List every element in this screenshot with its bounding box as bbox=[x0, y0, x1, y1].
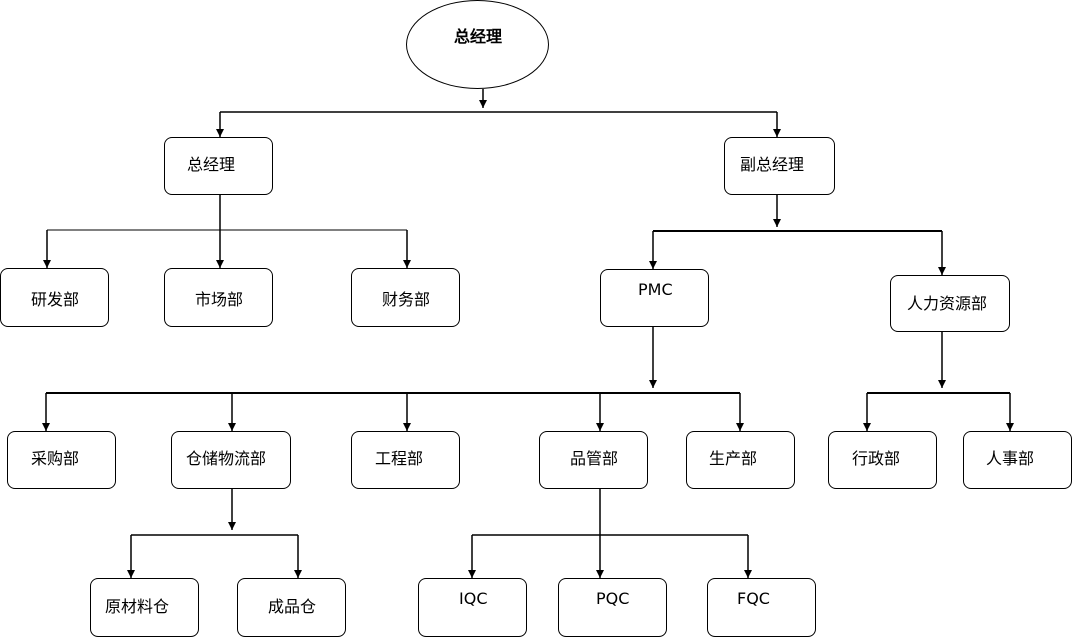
pqc-label: PQC bbox=[596, 589, 630, 608]
vice-general-manager-box: 副总经理 bbox=[724, 137, 835, 195]
quality-dept-label: 品管部 bbox=[570, 449, 619, 468]
pqc-box: PQC bbox=[558, 578, 667, 637]
rnd-dept-label: 研发部 bbox=[31, 290, 80, 309]
admin-dept-box: 行政部 bbox=[828, 431, 937, 489]
pmc-label: PMC bbox=[638, 280, 673, 299]
quality-dept-box: 品管部 bbox=[539, 431, 648, 489]
production-dept-label: 生产部 bbox=[709, 449, 758, 468]
production-dept-box: 生产部 bbox=[686, 431, 795, 489]
rnd-dept-box: 研发部 bbox=[0, 268, 109, 327]
warehouse-logistics-dept-label: 仓储物流部 bbox=[186, 449, 267, 468]
vice-general-manager-label: 副总经理 bbox=[740, 155, 805, 174]
personnel-dept-box: 人事部 bbox=[963, 431, 1072, 489]
purchasing-dept-box: 采购部 bbox=[7, 431, 116, 489]
finance-dept-box: 财务部 bbox=[351, 268, 460, 327]
iqc-box: IQC bbox=[418, 578, 527, 637]
purchasing-dept-label: 采购部 bbox=[31, 449, 80, 468]
finished-goods-warehouse-box: 成品仓 bbox=[237, 578, 346, 637]
hr-dept-box: 人力资源部 bbox=[890, 275, 1010, 332]
engineering-dept-box: 工程部 bbox=[351, 431, 460, 489]
pmc-box: PMC bbox=[600, 269, 709, 327]
admin-dept-label: 行政部 bbox=[852, 449, 901, 468]
marketing-dept-label: 市场部 bbox=[195, 290, 244, 309]
finished-goods-warehouse-label: 成品仓 bbox=[268, 597, 317, 616]
ceo-label: 总经理 bbox=[454, 27, 503, 46]
finance-dept-label: 财务部 bbox=[382, 290, 431, 309]
raw-material-warehouse-box: 原材料仓 bbox=[90, 578, 199, 637]
fqc-label: FQC bbox=[737, 589, 770, 608]
warehouse-logistics-dept-box: 仓储物流部 bbox=[171, 431, 291, 489]
fqc-box: FQC bbox=[707, 578, 816, 637]
general-manager-label: 总经理 bbox=[187, 155, 236, 174]
personnel-dept-label: 人事部 bbox=[986, 449, 1035, 468]
engineering-dept-label: 工程部 bbox=[375, 449, 424, 468]
hr-dept-label: 人力资源部 bbox=[907, 294, 988, 313]
raw-material-warehouse-label: 原材料仓 bbox=[105, 597, 170, 616]
marketing-dept-box: 市场部 bbox=[164, 268, 273, 327]
ceo-ellipse: 总经理 bbox=[406, 0, 549, 89]
iqc-label: IQC bbox=[459, 589, 488, 608]
general-manager-box: 总经理 bbox=[164, 137, 273, 195]
